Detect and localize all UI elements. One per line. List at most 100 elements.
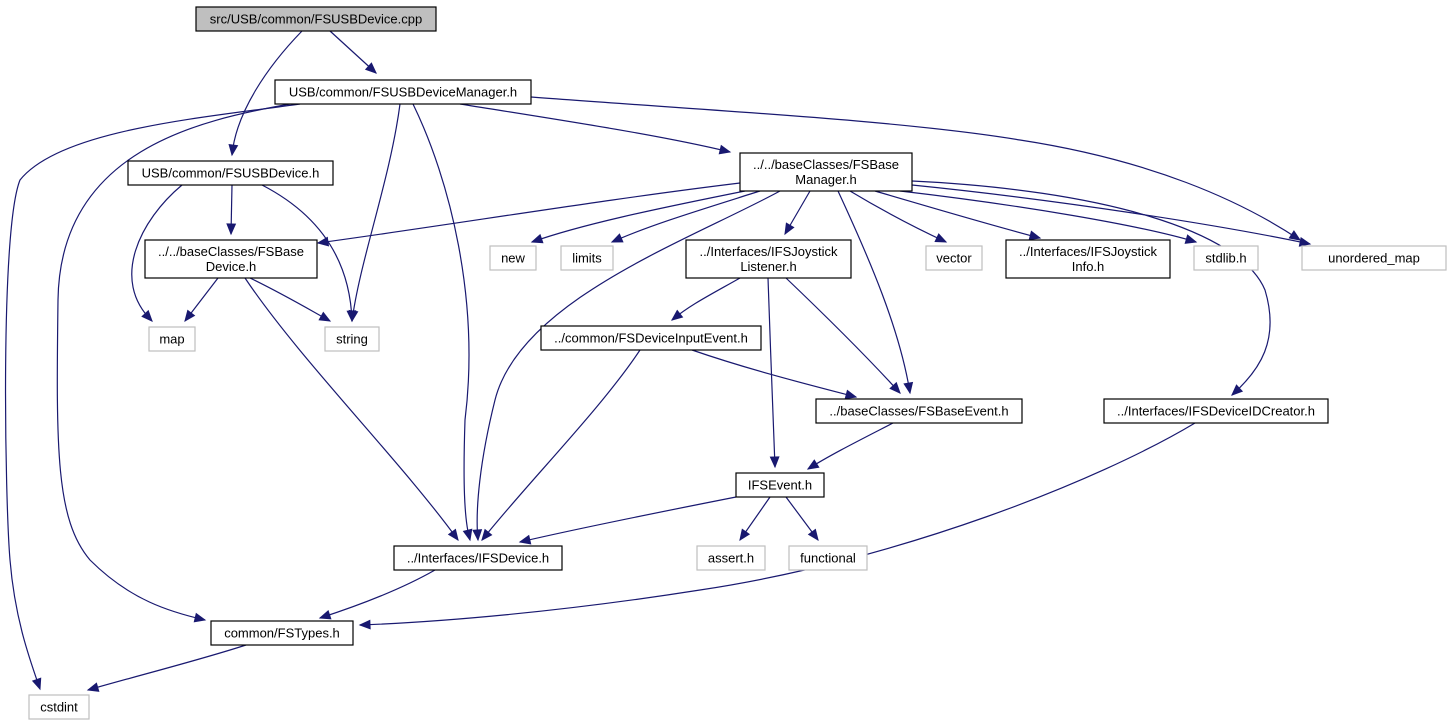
edge-devinput-to-ifsdevice [481,349,641,541]
node-string-box [324,326,380,352]
edge-usbdev-to-map [131,184,183,322]
edge-basemgr-to-new-arrowhead [530,233,544,244]
node-usbdev[interactable]: USB/common/FSUSBDevice.h [127,160,334,186]
edge-mgr-to-types [56,103,291,621]
node-baseevent-box [815,398,1023,424]
node-usbdev-label: USB/common/FSUSBDevice.h [142,166,320,181]
edge-basedev-to-string-arrowhead [318,311,332,322]
node-joyinfo-label: ../Interfaces/IFSJoystick [1019,244,1157,259]
node-joylist-label: Listener.h [740,259,796,274]
edge-basemgr-to-vector-arrowhead [934,233,948,243]
node-map: map [148,326,196,352]
edge-basemgr-to-ifsdevice [476,190,781,541]
edge-basedev-to-string [249,277,331,322]
edge-ifsevent-to-ifsdevice [519,496,737,543]
edge-baseevent-to-ifsevent-arrowhead [806,459,820,470]
node-umap-label: unordered_map [1328,251,1420,266]
node-ifsdevice-label: ../Interfaces/IFSDevice.h [407,551,549,566]
node-baseevent-label: ../baseClasses/FSBaseEvent.h [829,404,1008,419]
edge-mgr-to-ifsdevice [412,103,471,541]
edge-basedev-to-map-arrowhead [184,309,196,323]
node-limits-box [560,245,614,271]
node-new: new [489,245,537,271]
edge-basemgr-to-stdlib [899,190,1197,243]
edge-basemgr-to-limits-arrowhead [610,233,624,243]
nodes-layer: src/USB/common/FSUSBDevice.cppUSB/common… [28,6,1447,720]
node-stdlib-box [1193,245,1259,271]
node-ifsdevice-box [393,545,563,571]
edge-usbdev-to-basedev-arrowhead [226,223,237,236]
edge-joylist-to-devinput-arrowhead [670,309,684,321]
edge-mgr-to-basemgr-arrowhead [718,144,732,155]
node-cstdint-label: cstdint [40,700,78,715]
edge-ifsevent-to-functional-arrowhead [807,528,819,542]
node-basedev-label: Device.h [206,259,257,274]
edge-ifsdevice-to-types-arrowhead [318,610,332,620]
edge-usbdev-to-map-arrowhead [141,309,153,322]
node-types-label: common/FSTypes.h [224,626,340,641]
node-limits: limits [560,245,614,271]
node-functional: functional [788,545,868,571]
edge-basemgr-to-idcreator-arrowhead [1231,384,1244,396]
node-basemgr-box [739,152,913,192]
edges-layer [4,30,1312,692]
edge-joylist-to-ifsevent-arrowhead [769,456,780,469]
node-stdlib: stdlib.h [1193,245,1259,271]
edge-basemgr-to-basedev [317,182,741,244]
node-ifsevent[interactable]: IFSEvent.h [735,472,825,498]
node-functional-label: functional [800,551,856,566]
node-idcreator-box [1103,398,1329,424]
node-root-label: src/USB/common/FSUSBDevice.cpp [210,12,422,27]
edge-idcreator-to-types-arrowhead [358,619,371,630]
node-mgr-label: USB/common/FSUSBDeviceManager.h [289,85,517,100]
node-assert-box [696,545,766,571]
node-cstdint-box [28,694,90,720]
node-ifsevent-label: IFSEvent.h [748,478,812,493]
edge-mgr-to-ifsdevice-arrowhead [462,528,473,542]
edge-basemgr-to-umap [911,184,1311,245]
node-vector-label: vector [936,251,972,266]
edge-basemgr-to-umap-arrowhead [1298,237,1312,247]
node-mgr-box [274,79,532,105]
edge-root-to-usbdev-arrowhead [228,143,239,157]
edge-basedev-to-ifsdevice-arrowhead [447,528,459,542]
node-types[interactable]: common/FSTypes.h [210,620,354,646]
edge-types-to-cstdint-arrowhead [86,682,100,692]
edge-mgr-to-cstdint-arrowhead [31,677,42,691]
node-new-box [489,245,537,271]
node-vector: vector [925,245,983,271]
node-baseevent[interactable]: ../baseClasses/FSBaseEvent.h [815,398,1023,424]
edge-idcreator-to-types [359,422,1196,626]
edge-basemgr-to-joylist-arrowhead [784,222,795,236]
node-ifsevent-box [735,472,825,498]
edge-usbdev-to-string-arrowhead [346,310,357,323]
edge-mgr-to-umap [530,96,1301,241]
node-basemgr-label: ../../baseClasses/FSBase [753,157,899,172]
node-joylist-box [685,239,852,279]
edge-devinput-to-baseevent [691,349,857,398]
node-joylist-label: ../Interfaces/IFSJoystick [700,244,838,259]
node-basemgr-label: Manager.h [795,172,856,187]
node-basedev-label: ../../baseClasses/FSBase [158,244,304,259]
node-string: string [324,326,380,352]
node-root[interactable]: src/USB/common/FSUSBDevice.cpp [195,6,437,32]
node-root-box [195,6,437,32]
edge-root-to-usbdev [231,30,303,156]
edge-basemgr-to-new [531,190,746,243]
node-devinput[interactable]: ../common/FSDeviceInputEvent.h [540,325,762,351]
node-idcreator[interactable]: ../Interfaces/IFSDeviceIDCreator.h [1103,398,1329,424]
node-vector-box [925,245,983,271]
node-limits-label: limits [572,251,602,266]
node-joyinfo-box [1005,239,1171,279]
node-functional-box [788,545,868,571]
node-ifsdevice[interactable]: ../Interfaces/IFSDevice.h [393,545,563,571]
edge-mgr-to-umap-arrowhead [1288,230,1302,241]
edge-basemgr-to-vector [849,190,947,243]
node-mgr[interactable]: USB/common/FSUSBDeviceManager.h [274,79,532,105]
node-umap: unordered_map [1301,245,1447,271]
